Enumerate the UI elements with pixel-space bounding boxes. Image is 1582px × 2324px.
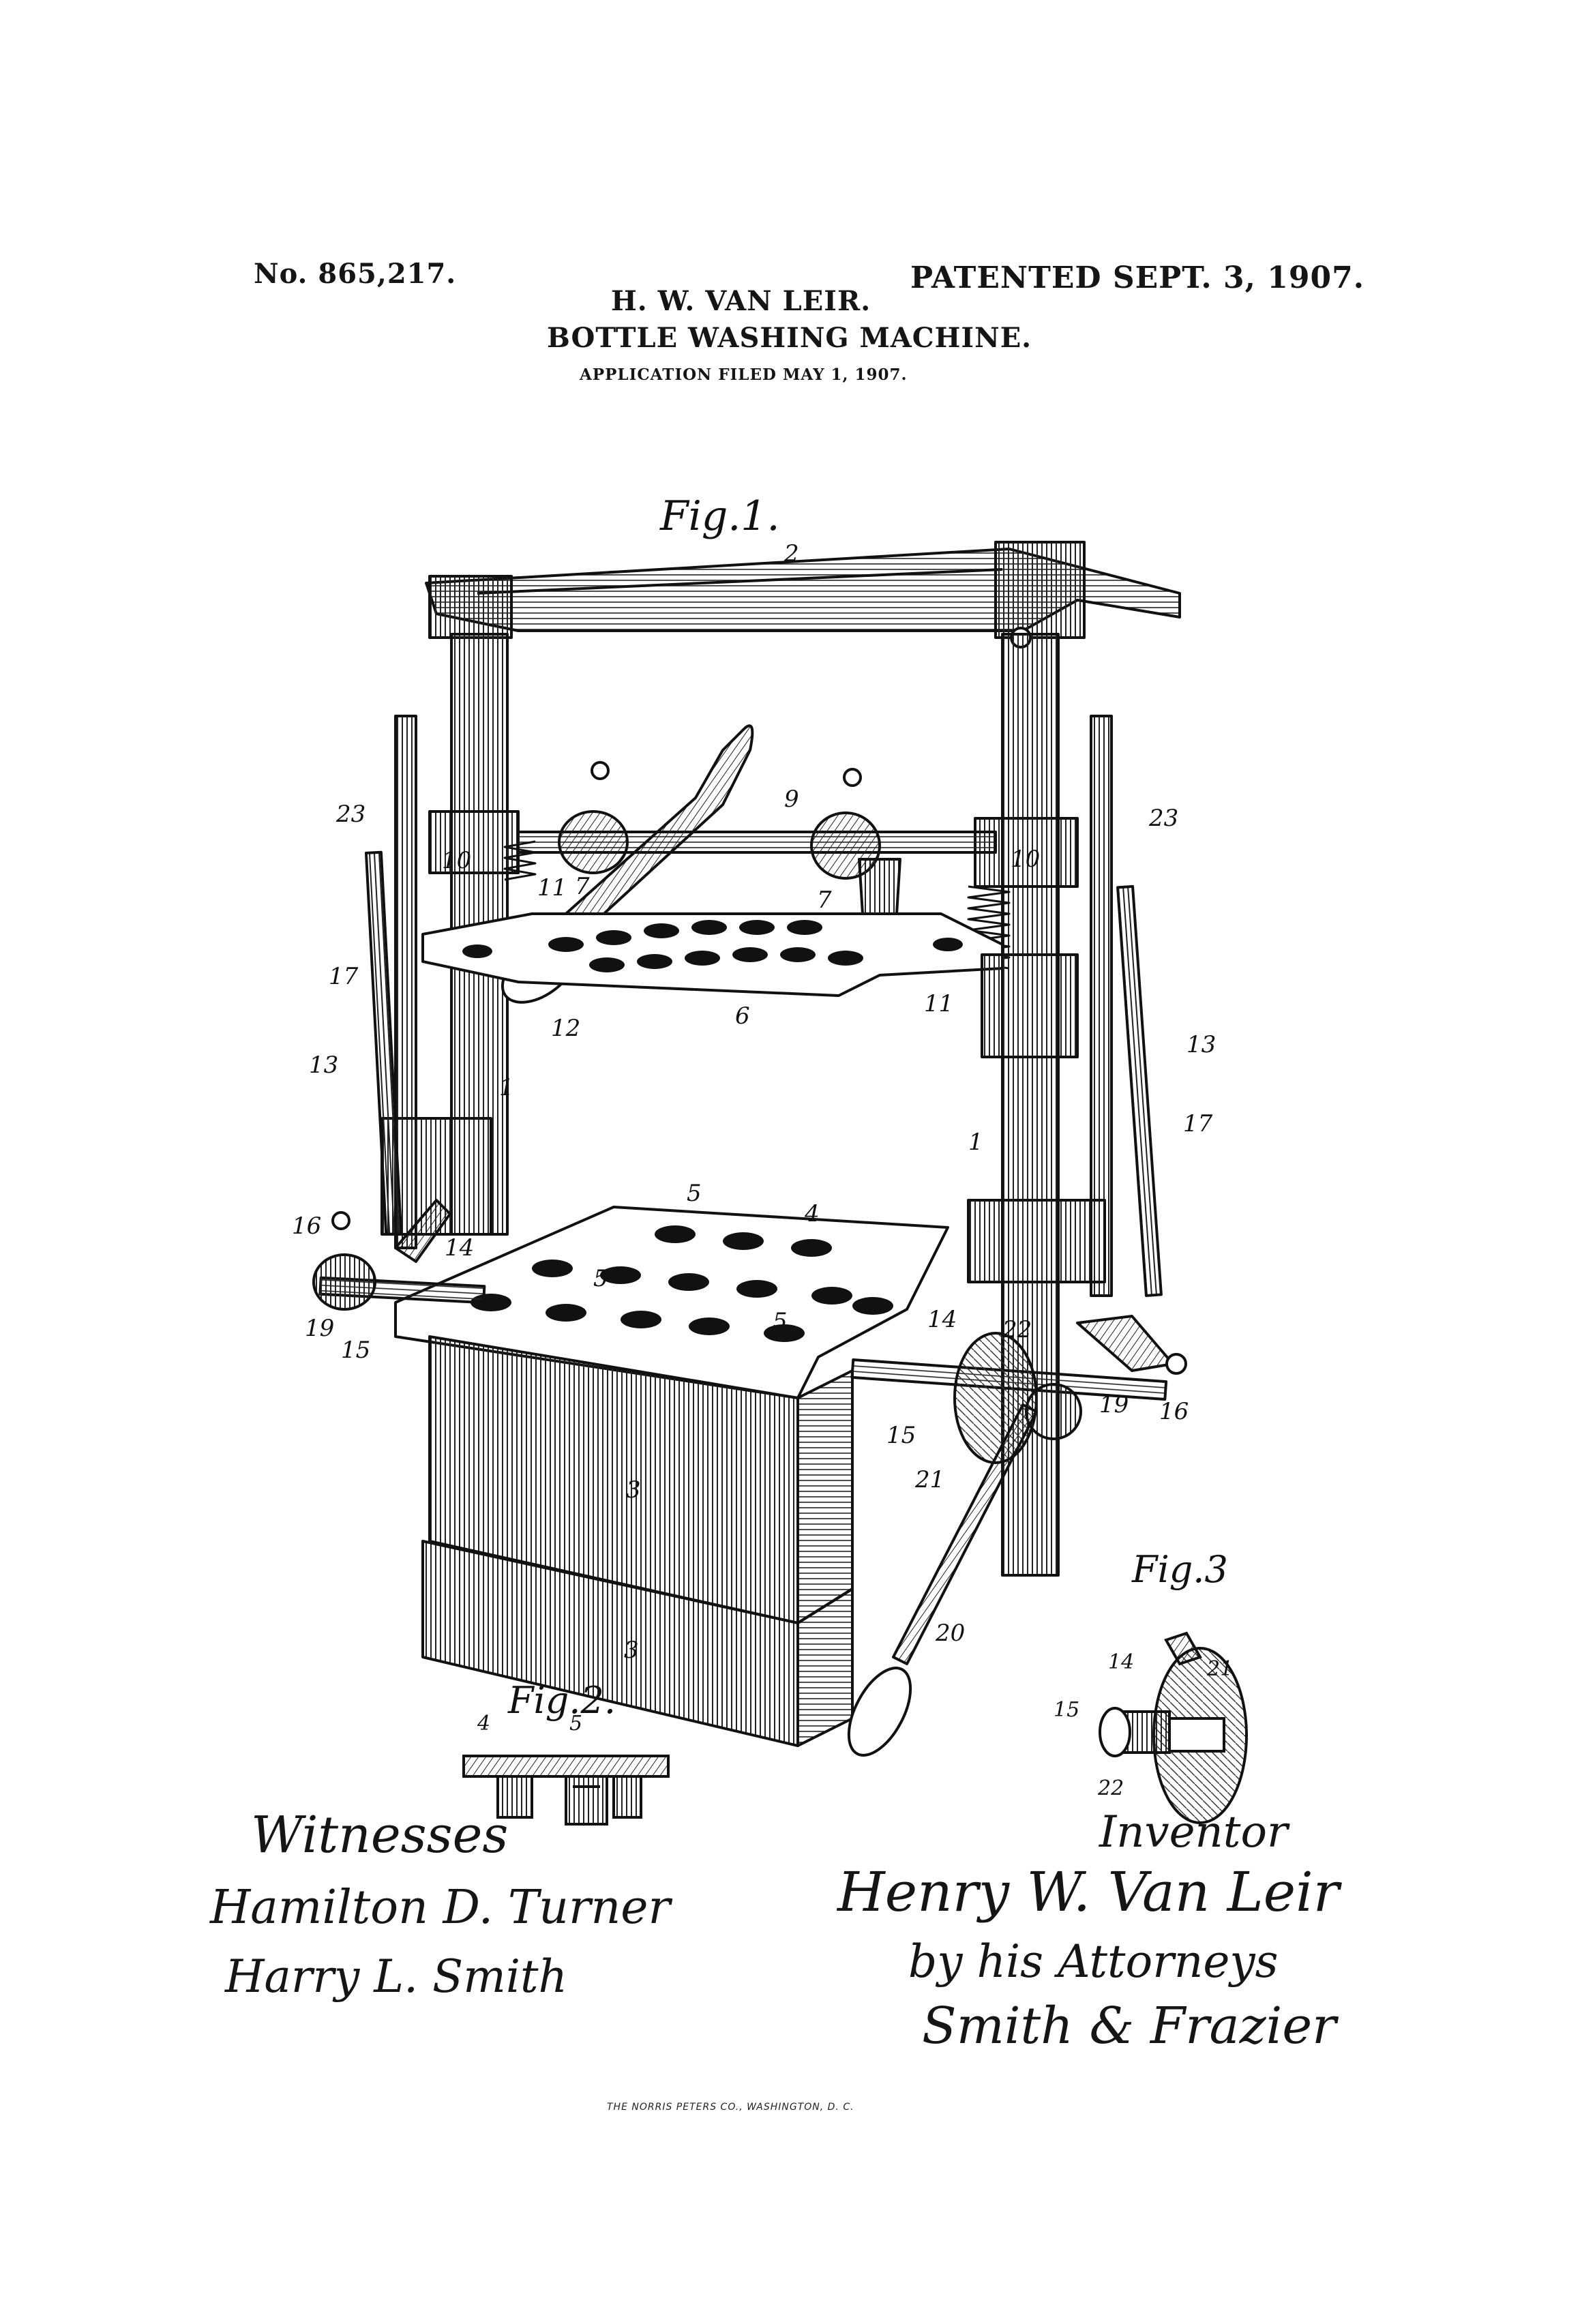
ref-6: 6	[735, 1002, 750, 1030]
ref-5b: 5	[593, 1265, 608, 1292]
ref-16-left: 16	[292, 1212, 321, 1240]
fig2-ref-4: 4	[477, 1712, 490, 1735]
ref-13-left: 13	[309, 1052, 338, 1079]
ref-14-left: 14	[445, 1234, 474, 1262]
ref-3a: 3	[626, 1476, 641, 1504]
top-collar-right	[996, 542, 1084, 638]
fig1-machine-drawing	[314, 542, 1186, 1765]
witness-signature-2: Harry L. Smith	[225, 1950, 567, 2003]
printer-credit: THE NORRIS PETERS CO., WASHINGTON, D. C.	[607, 2102, 854, 2113]
ref-12: 12	[551, 1015, 580, 1042]
fig3-label: Fig.3	[1132, 1548, 1228, 1591]
witnesses-label: Witnesses	[251, 1806, 508, 1864]
fig2-ref-5: 5	[569, 1712, 582, 1735]
inventor-signature: Henry W. Van Leir	[837, 1860, 1339, 1924]
ref-5a: 5	[687, 1180, 702, 1207]
fig3-ref-14: 14	[1108, 1650, 1134, 1674]
ref-11-left: 11	[537, 874, 567, 902]
ref-21: 21	[915, 1466, 944, 1493]
ref-17-right: 17	[1183, 1110, 1212, 1137]
ref-15-right: 15	[886, 1422, 916, 1449]
ref-2: 2	[784, 540, 799, 567]
ref-23-right: 23	[1149, 805, 1178, 832]
fig2-label: Fig.2.	[508, 1679, 616, 1722]
ref-15-left: 15	[341, 1337, 370, 1364]
ref-7-left: 7	[575, 873, 590, 900]
attorneys-signature: Smith & Frazier	[922, 1997, 1337, 2055]
ref-19-right: 19	[1099, 1391, 1129, 1418]
ref-14-right: 14	[927, 1306, 957, 1333]
fig3-ref-15: 15	[1054, 1698, 1079, 1722]
ref-10-right: 10	[1011, 846, 1040, 873]
inventor-label: Inventor	[1099, 1807, 1288, 1858]
top-collar-left	[430, 576, 511, 638]
ref-5c: 5	[773, 1308, 788, 1335]
ref-7-right: 7	[817, 887, 832, 914]
witness-signature-1: Hamilton D. Turner	[210, 1881, 670, 1935]
ref-10-left: 10	[442, 847, 471, 874]
ref-19-left: 19	[305, 1315, 334, 1342]
ref-22: 22	[1002, 1316, 1032, 1343]
ref-16-right: 16	[1159, 1398, 1189, 1425]
fig3-ref-22: 22	[1098, 1776, 1124, 1800]
fig1-label: Fig.1.	[660, 492, 780, 540]
ref-11-right: 11	[924, 990, 953, 1017]
ref-20: 20	[936, 1620, 965, 1647]
ref-1-left: 1	[499, 1074, 514, 1101]
fig3-ref-21: 21	[1207, 1657, 1233, 1681]
by-attorneys-label: by his Attorneys	[908, 1935, 1279, 1988]
ref-4: 4	[805, 1200, 820, 1227]
ref-17-left: 17	[329, 963, 358, 990]
ref-13-right: 13	[1186, 1031, 1216, 1058]
ref-9: 9	[784, 786, 799, 813]
ref-1-right: 1	[968, 1129, 983, 1156]
ref-3b: 3	[624, 1637, 639, 1664]
ref-23-left: 23	[336, 801, 365, 828]
